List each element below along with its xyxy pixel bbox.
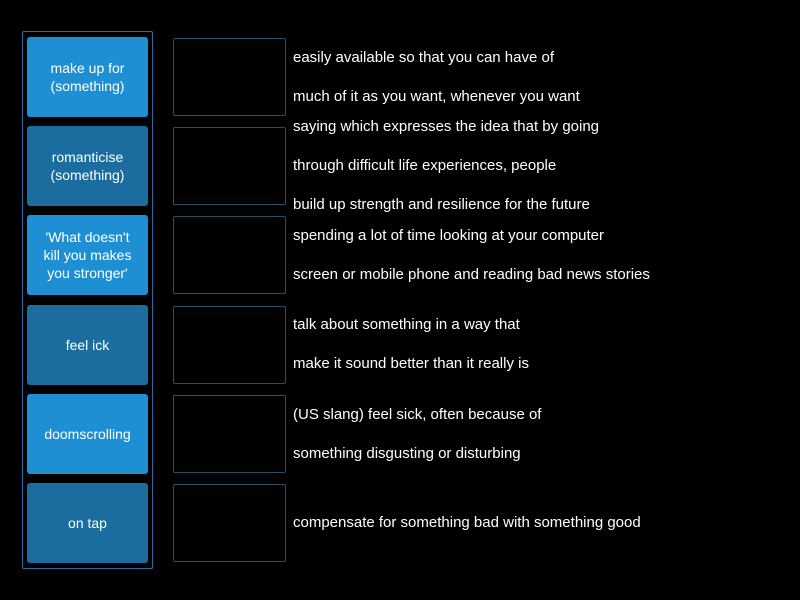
dropzones-column xyxy=(173,38,286,562)
text-line: easily available so that you can have of xyxy=(293,48,554,66)
dropzone[interactable] xyxy=(173,483,286,562)
definition-text: (US slang) feel sick, often because of so… xyxy=(293,395,793,473)
text-line: talk about something in a way that xyxy=(293,316,520,334)
text-line: (something) xyxy=(50,167,125,184)
dropzone[interactable] xyxy=(173,394,286,473)
text-line: romanticise xyxy=(51,149,124,166)
draggable-tile[interactable]: feel ick xyxy=(27,304,148,385)
tile-label: make up for (something) xyxy=(51,59,125,95)
dropzone[interactable] xyxy=(173,216,286,295)
draggable-tile[interactable]: romanticise(something) xyxy=(27,126,148,207)
draggable-tiles-column: make up for(something)romanticise(someth… xyxy=(22,31,153,569)
text-line: feel ick xyxy=(65,336,110,353)
draggable-tile[interactable]: doomscrolling xyxy=(27,393,148,474)
definition-text: spending a lot of time looking at your c… xyxy=(293,216,793,294)
text-line: something disgusting or disturbing xyxy=(293,444,521,462)
text-line: 'What doesn't xyxy=(45,229,130,246)
text-line: you stronger' xyxy=(47,265,128,282)
text-line: make up for xyxy=(50,60,125,76)
draggable-tile[interactable]: on tap xyxy=(27,482,148,563)
definition-text: compensate for something bad with someth… xyxy=(293,484,793,562)
definition-text: talk about something in a way that make i… xyxy=(293,306,793,384)
dropzone[interactable] xyxy=(173,127,286,206)
text-line: doomscrolling xyxy=(44,425,131,442)
tile-label: on tap xyxy=(68,514,107,532)
tile-label: romanticise(something) xyxy=(51,148,125,184)
text-line: (US slang) feel sick, often because of xyxy=(293,405,542,423)
text-line: through difficult life experiences, peop… xyxy=(293,157,557,175)
text-line: much of it as you want, whenever you wan… xyxy=(293,87,580,105)
definitions-column: easily available so that you can have of… xyxy=(293,38,793,562)
definition-text: easily available so that you can have of… xyxy=(293,38,793,116)
dropzone[interactable] xyxy=(173,305,286,384)
text-line: spending a lot of time looking at your c… xyxy=(293,227,605,245)
text-line: kill you makes xyxy=(43,247,132,264)
dropzone[interactable] xyxy=(173,38,286,116)
text-line: make it sound better than it really is xyxy=(293,355,529,373)
text-line: on tap xyxy=(68,514,107,531)
text-line: compensate for something bad with someth… xyxy=(293,514,641,532)
text-line: saying which expresses the idea that by … xyxy=(293,118,600,136)
text-line: (something) xyxy=(50,78,125,94)
tile-label: feel ick xyxy=(66,336,110,354)
draggable-tile[interactable]: make up for (something) xyxy=(27,37,148,117)
definition-text: saying which expresses the idea that by … xyxy=(293,118,793,213)
text-line: screen or mobile phone and reading bad n… xyxy=(293,266,650,284)
tile-label: doomscrolling xyxy=(44,425,130,443)
text-line: build up strength and resilience for the… xyxy=(293,196,590,214)
